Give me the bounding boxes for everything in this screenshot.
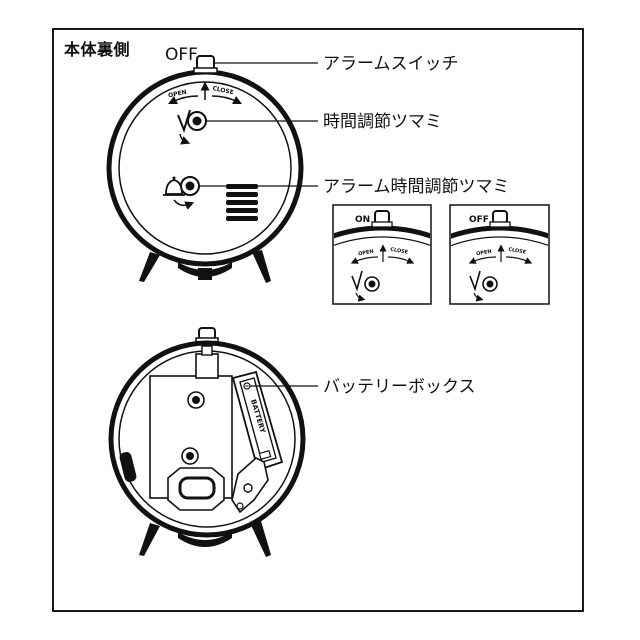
bottom-clock: BATTERY bbox=[108, 327, 306, 557]
open-arrow-icon bbox=[167, 95, 199, 105]
bottom-right-leg bbox=[250, 521, 271, 557]
rotate-arrow-icon bbox=[179, 133, 191, 145]
battery-box-callout: バッテリーボックス bbox=[323, 377, 476, 397]
open-label: OPEN bbox=[168, 89, 188, 100]
alarm-switch-knob bbox=[196, 55, 215, 70]
alarm-time-knob-callout: アラーム時間調節ツマミ bbox=[323, 177, 510, 197]
left-leg bbox=[139, 252, 160, 282]
right-leg bbox=[252, 250, 271, 283]
inset-switch-on: ON OPEN CLOSE bbox=[332, 204, 432, 305]
inset-off-open-label: OPEN bbox=[476, 249, 492, 258]
inset-on-switch-knob bbox=[374, 210, 390, 224]
switch-state-label: OFF bbox=[165, 45, 198, 65]
inset-off-switch-label: OFF bbox=[469, 215, 489, 225]
inset-switch-off: OFF OPEN CLOSE bbox=[449, 204, 550, 305]
close-arrow-icon bbox=[211, 95, 243, 105]
close-label: CLOSE bbox=[212, 85, 235, 96]
alarm-rotate-arrow-icon bbox=[173, 199, 195, 210]
bottom-left-leg bbox=[139, 523, 160, 556]
inset-on-close-label: CLOSE bbox=[390, 247, 409, 256]
top-clock: OFF OPEN CLOSE bbox=[106, 45, 304, 283]
clock-body-outer bbox=[106, 69, 304, 267]
battery bbox=[239, 377, 277, 463]
inset-off-close-label: CLOSE bbox=[508, 247, 527, 256]
bottom-stand bbox=[178, 262, 232, 277]
inset-on-open-label: OPEN bbox=[358, 249, 374, 258]
inset-on-switch-label: ON bbox=[355, 215, 370, 225]
alarm-switch-callout: アラームスイッチ bbox=[323, 54, 459, 74]
speaker-grille bbox=[226, 184, 258, 221]
inset-off-switch-knob bbox=[492, 210, 508, 224]
time-knob-callout: 時間調節ツマミ bbox=[323, 112, 442, 132]
diagram-frame bbox=[52, 28, 584, 612]
section-title: 本体裏側 bbox=[64, 40, 131, 59]
